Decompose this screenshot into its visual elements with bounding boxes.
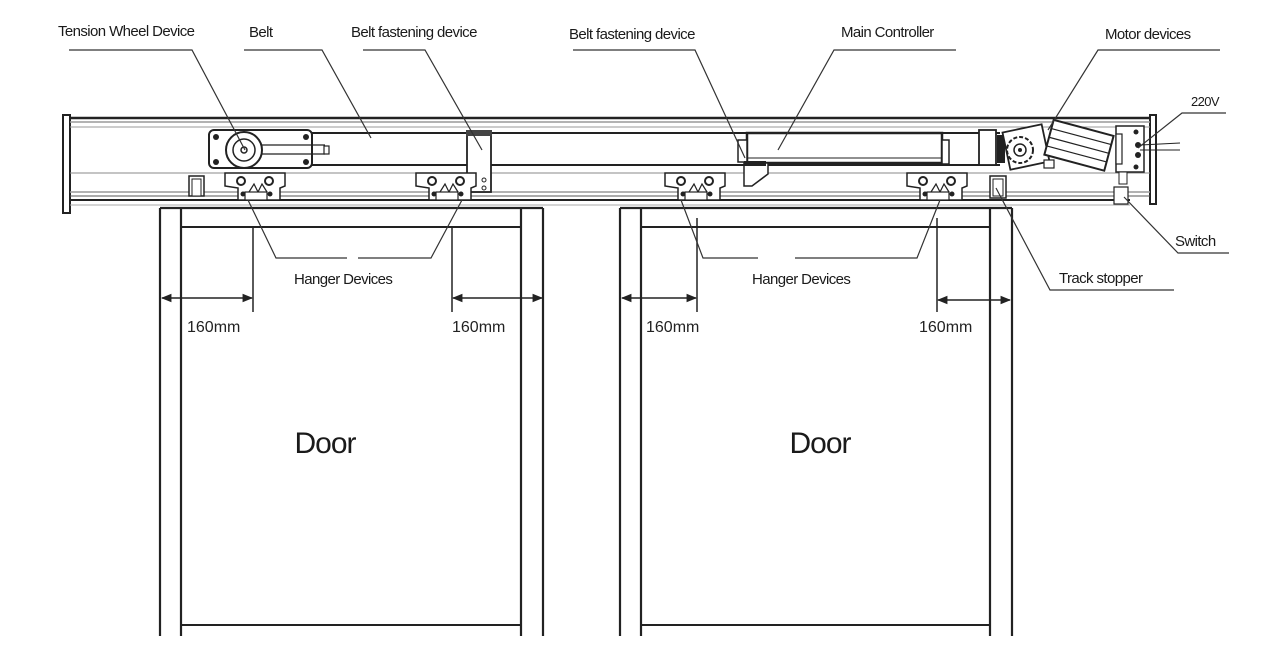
label-track-stopper: Track stopper	[1059, 270, 1143, 287]
track-stopper-right	[989, 175, 1007, 199]
hanger-devices	[224, 172, 968, 201]
label-main-controller: Main Controller	[841, 24, 934, 41]
label-motor-devices: Motor devices	[1105, 26, 1191, 43]
label-belt-fastening-device-right: Belt fastening device	[569, 26, 695, 43]
leader-lines	[69, 49, 1229, 291]
hanger-device	[664, 172, 726, 201]
label-hanger-devices-right: Hanger Devices	[752, 271, 850, 288]
belt-fastening-device-right	[743, 161, 769, 187]
label-220v: 220V	[1191, 94, 1220, 109]
label-tension-wheel-device: Tension Wheel Device	[58, 23, 195, 40]
door-label: Door	[789, 427, 851, 460]
door-left: Door	[158, 206, 545, 636]
rail-left-end-cap	[62, 114, 71, 214]
label-hanger-devices-left: Hanger Devices	[294, 271, 392, 288]
dimension-label: 160mm	[919, 319, 972, 336]
main-controller	[737, 131, 950, 165]
power-terminal-block	[1115, 125, 1181, 173]
hanger-device	[906, 172, 968, 201]
dimension-marker: 160mm	[919, 218, 1012, 336]
dimension-marker: 160mm	[620, 218, 699, 336]
dimension-label: 160mm	[646, 319, 699, 336]
dimension-marker: 160mm	[451, 228, 544, 336]
hanger-device	[415, 172, 477, 201]
dimension-label: 160mm	[187, 319, 240, 336]
door-label: Door	[294, 427, 356, 460]
motor-devices	[978, 118, 1115, 172]
tension-wheel-device	[208, 129, 330, 169]
rail-right-end-cap	[1149, 114, 1157, 205]
label-switch: Switch	[1175, 233, 1216, 250]
label-belt-fastening-device-left: Belt fastening device	[351, 24, 477, 41]
label-belt: Belt	[249, 24, 274, 41]
dimension-label: 160mm	[452, 319, 505, 336]
switch-device	[1113, 171, 1129, 205]
hanger-device	[224, 172, 286, 201]
door-right: Door	[618, 206, 1014, 636]
dimension-marker: 160mm	[160, 228, 254, 336]
track-stopper-left	[188, 175, 205, 197]
